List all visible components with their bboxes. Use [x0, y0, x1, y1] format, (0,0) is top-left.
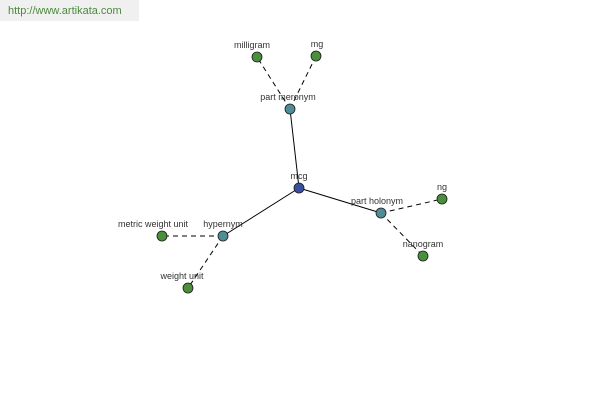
edge-part-holonym-to-ng — [380, 198, 443, 214]
node-label-milligram: milligram — [234, 40, 270, 50]
edge-part-meronym-to-mg — [289, 55, 317, 110]
node-weight-unit[interactable] — [182, 282, 194, 294]
node-mcg[interactable] — [293, 182, 305, 194]
nodes-layer — [156, 50, 448, 294]
source-link[interactable]: http://www.artikata.com — [8, 5, 122, 17]
edge-mcg-to-part-holonym — [298, 187, 382, 214]
node-label-hypernym: hypernym — [203, 219, 243, 229]
node-label-part-holonym: part holonym — [351, 196, 403, 206]
node-part-meronym[interactable] — [284, 103, 296, 115]
node-label-nanogram: nanogram — [403, 239, 444, 249]
node-hypernym[interactable] — [217, 230, 229, 242]
edge-mcg-to-part-meronym — [289, 108, 300, 189]
edge-hypernym-to-weight-unit — [187, 235, 224, 289]
node-nanogram[interactable] — [417, 250, 429, 262]
node-ng[interactable] — [436, 193, 448, 205]
node-label-weight-unit: weight unit — [159, 271, 204, 281]
source-banner: http://www.artikata.com — [0, 0, 139, 21]
labels-layer: mcg part meronym milligram mg part holonym ng… — [118, 39, 447, 281]
node-label-mg: mg — [311, 39, 324, 49]
node-label-ng: ng — [437, 182, 447, 192]
edge-mcg-to-hypernym — [222, 187, 300, 237]
edge-part-holonym-to-nanogram — [380, 212, 424, 257]
node-part-holonym[interactable] — [375, 207, 387, 219]
node-metric-weight-unit[interactable] — [156, 230, 168, 242]
node-mg[interactable] — [310, 50, 322, 62]
edges-layer — [162, 55, 443, 289]
node-label-part-meronym: part meronym — [260, 92, 316, 102]
node-label-metric-weight-unit: metric weight unit — [118, 219, 189, 229]
edge-part-meronym-to-milligram — [256, 56, 291, 110]
node-label-mcg: mcg — [290, 171, 307, 181]
node-milligram[interactable] — [251, 51, 263, 63]
